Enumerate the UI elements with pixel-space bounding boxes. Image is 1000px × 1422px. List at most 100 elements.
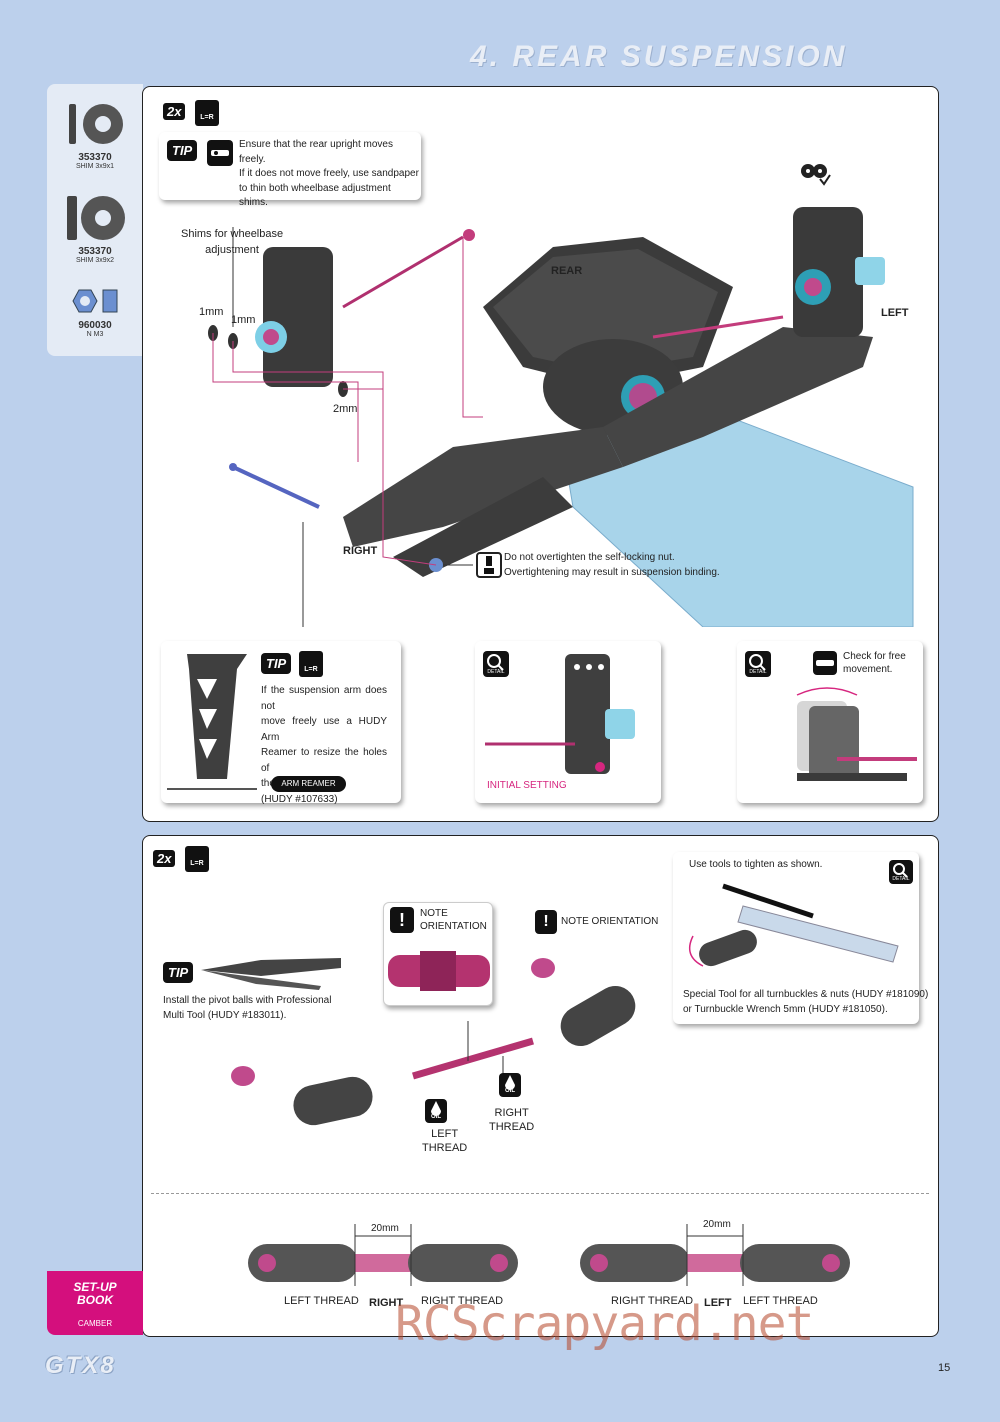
thread-line: THREAD — [422, 1142, 468, 1155]
detail-tag: DETAIL — [749, 669, 767, 675]
multi-tool-tip-line: Multi Tool (HUDY #183011). — [163, 1009, 287, 1021]
left-thread-label: LEFT THREAD — [422, 1127, 467, 1156]
page-title: 4. REAR SUSPENSION — [470, 40, 848, 73]
nut-warning-text: Do not overtighten the self-locking nut.… — [504, 551, 720, 580]
shims-label-line: adjustment — [205, 243, 259, 256]
parts-sidebar: 353370 SHIM 3x9x1 353370 SHIM 3x9x2 9600… — [47, 84, 143, 356]
page-number: 15 — [938, 1362, 951, 1374]
step-panel-camber-link: 2x L=R TIP Install the pivot balls with … — [142, 835, 939, 1337]
note-orientation-label-2: NOTE ORIENTATION — [561, 916, 659, 927]
check-free-movement-icon — [798, 161, 832, 187]
tools-line: or Turnbuckle Wrench 5mm (HUDY #181050). — [683, 1003, 888, 1015]
turnbuckle-wrench-illustration — [688, 883, 899, 967]
warning-nut-icon — [476, 552, 502, 578]
note-orientation-detail: ! NOTE ORIENTATION — [383, 902, 493, 1006]
tip-line: Ensure that the rear upright moves freel… — [239, 139, 393, 165]
link-right-thread: RIGHT THREAD — [421, 1295, 504, 1307]
part-code: 353370 — [78, 246, 112, 257]
camber-link-left-illustration — [580, 1224, 850, 1286]
thread-line: THREAD — [489, 1121, 535, 1134]
link-side-label: RIGHT — [369, 1297, 404, 1309]
link-right-thread: LEFT THREAD — [743, 1295, 818, 1307]
thread-line: RIGHT — [494, 1107, 529, 1119]
multi-tool-tip-line: Install the pivot balls with Professiona… — [163, 995, 332, 1006]
note-line: ORIENTATION — [420, 921, 487, 932]
left-label: LEFT — [881, 307, 909, 319]
tools-detail-box: Use tools to tighten as shown. DETAIL Sp… — [673, 852, 928, 1024]
turnbuckle-detail-illustration — [388, 951, 490, 991]
arm-tip-line: Reamer to resize the holes of — [261, 747, 387, 774]
warning-icon: ! — [390, 907, 414, 933]
nut-warning-line: Overtightening may result in suspension … — [504, 566, 720, 578]
right-thread-label: RIGHT THREAD — [489, 1106, 534, 1135]
oil-icon: OIL — [499, 1073, 521, 1097]
lr-badge: L=R — [185, 846, 209, 872]
tools-line: Special Tool for all turnbuckles & nuts … — [683, 989, 929, 1000]
setup-book-tab[interactable]: SET-UP BOOK CAMBER — [47, 1271, 143, 1335]
shim-icon — [67, 196, 125, 240]
link-left-thread: LEFT THREAD — [284, 1295, 359, 1307]
shim-size-label: 2mm — [333, 403, 358, 415]
tip-badge: TIP — [167, 140, 198, 161]
hand-tool-icon — [813, 651, 837, 675]
setup-title-line: SET-UP — [73, 1280, 117, 1294]
shims-label: Shims for wheelbase adjustment — [181, 227, 283, 259]
step-panel-rear-upright: 2x L=R TIP Ensure that the rear upright … — [142, 86, 939, 822]
part-shim-2: 353370 SHIM 3x9x2 — [47, 192, 143, 264]
lr-label: L=R — [304, 666, 318, 673]
shim-size-label: 1mm — [199, 306, 224, 318]
detail-magnify-icon: DETAIL — [745, 651, 771, 677]
setup-book-badge[interactable]: SET-UP BOOK CAMBER — [47, 1271, 143, 1335]
tip-line: If it does not move freely, use sandpape… — [239, 168, 419, 179]
oil-label: OIL — [505, 1088, 515, 1094]
dim-20mm: 20mm — [371, 1223, 399, 1234]
oil-icon: OIL — [425, 1099, 447, 1123]
part-code: 960030 — [78, 320, 112, 331]
setup-title-line: BOOK — [77, 1293, 113, 1308]
section-divider — [151, 1193, 929, 1194]
lr-badge: L=R — [299, 651, 323, 677]
note-line: NOTE — [420, 908, 448, 919]
tools-title: Use tools to tighten as shown. — [689, 859, 823, 870]
detail-initial-setting: DETAIL INITIAL SETTING — [475, 641, 661, 803]
free-movement-text: Check for free movement. — [843, 651, 906, 676]
nut-icon — [72, 289, 118, 313]
tools-text: Special Tool for all turnbuckles & nuts … — [683, 988, 928, 1017]
setup-book-title: SET-UP BOOK — [47, 1271, 143, 1307]
part-desc: SHIM 3x9x2 — [75, 257, 115, 264]
multi-tool-icon — [201, 958, 341, 990]
arm-tip-line: If the suspension arm does not — [261, 685, 387, 712]
part-shim-1: 353370 SHIM 3x9x1 — [47, 98, 143, 170]
part-desc: N M3 — [86, 331, 104, 338]
detail-tag: DETAIL — [892, 876, 910, 882]
multi-tool-tip-text: Install the pivot balls with Professiona… — [163, 994, 331, 1023]
upright-detail-illustration — [485, 654, 635, 774]
part-code: 353370 — [78, 152, 112, 163]
arm-reamer-tool: ARM REAMER — [271, 776, 346, 792]
setup-book-sub: CAMBER — [77, 1319, 113, 1329]
dim-20mm: 20mm — [703, 1219, 731, 1230]
gtx8-logo: GTX8 — [45, 1352, 116, 1379]
quantity-badge: 2x — [153, 850, 176, 867]
link-side-label: LEFT — [704, 1297, 732, 1309]
right-label: RIGHT — [343, 545, 378, 557]
tip-badge: TIP — [163, 962, 194, 983]
arm-tip-line: move freely use a HUDY Arm — [261, 716, 387, 743]
part-desc: SHIM 3x9x1 — [75, 163, 115, 170]
note-orientation-label: NOTE ORIENTATION — [420, 907, 487, 933]
tip-text: Ensure that the rear upright moves freel… — [239, 138, 421, 211]
detail-magnify-icon: DETAIL — [483, 651, 509, 677]
watermark: RCScrapyard.net — [395, 1296, 814, 1352]
part-nut: 960030 N M3 — [47, 284, 143, 338]
tip-badge: TIP — [261, 653, 292, 674]
shim-icon — [69, 104, 123, 144]
lr-badge: L=R — [195, 100, 219, 126]
free-movement-line: movement. — [843, 663, 893, 675]
upright-movement-illustration — [796, 687, 917, 781]
arm-tip-line: (HUDY #107633) — [261, 793, 338, 805]
oil-label: OIL — [431, 1114, 441, 1120]
suspension-arm-illustration — [167, 654, 257, 790]
free-movement-line: Check for free — [843, 651, 906, 662]
link-left-thread: RIGHT THREAD — [611, 1295, 694, 1307]
camber-link-right-illustration — [248, 1224, 518, 1286]
